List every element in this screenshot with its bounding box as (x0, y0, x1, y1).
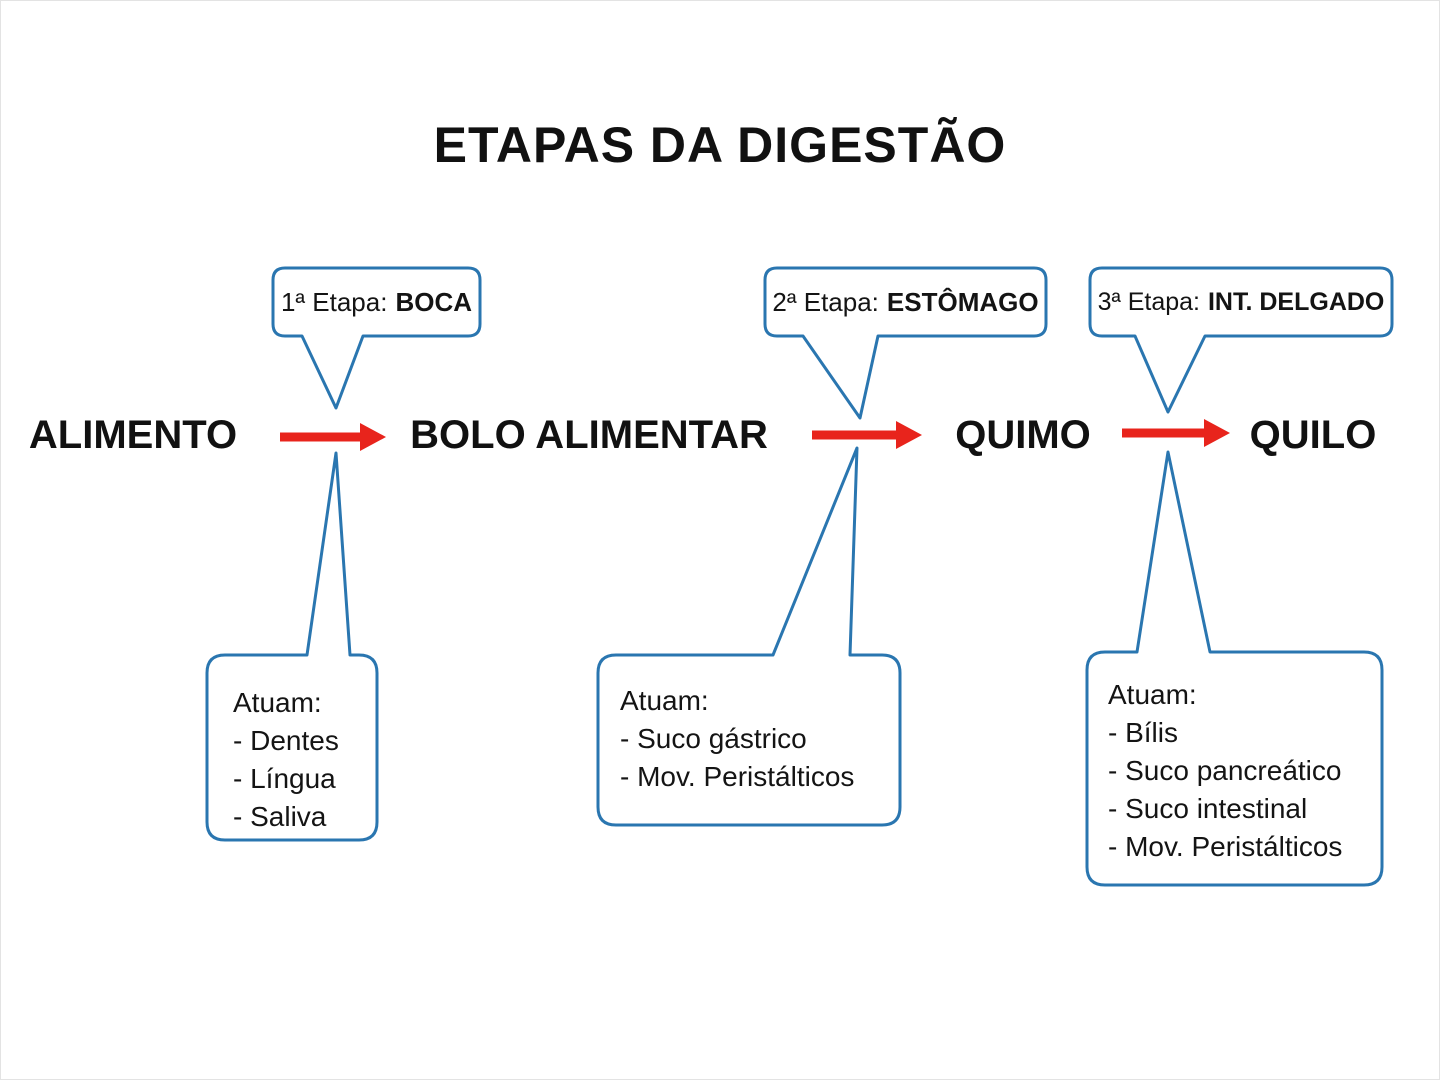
flow-arrow-1 (280, 423, 386, 451)
stage2-name: ESTÔMAGO (886, 286, 1039, 317)
action-box1-shape (205, 451, 379, 842)
action-box2-shape (596, 446, 902, 827)
action-box3-item: - Bílis (1108, 717, 1178, 748)
page-title: ETAPAS DA DIGESTÃO (433, 117, 1007, 173)
action-box2-text: Atuam: - Suco gástrico - Mov. Peristálti… (620, 682, 854, 796)
action-box3-text: Atuam: - Bílis - Suco pancreático - Suco… (1108, 676, 1342, 866)
stage1-callout-label: 1ª Etapa: BOCA (273, 268, 480, 336)
action-box1-text: Atuam: - Dentes - Língua - Saliva (233, 684, 339, 836)
action-box2-item: - Mov. Peristálticos (620, 761, 855, 792)
flow-arrow-2 (812, 421, 922, 449)
action-box3-item: - Suco intestinal (1108, 793, 1308, 824)
stage2-callout-label: 2ª Etapa: ESTÔMAGO (765, 268, 1046, 336)
flow-term-quilo: QUILO (1249, 413, 1377, 457)
stage3-prefix: 3ª Etapa: (1097, 287, 1200, 316)
flow-term-quimo: QUIMO (955, 413, 1091, 457)
action-box1-item: - Dentes (233, 725, 339, 756)
action-box3-shape (1085, 450, 1384, 887)
flow-arrow-3 (1122, 419, 1230, 447)
stage3-name: INT. DELGADO (1207, 287, 1385, 316)
flow-term-bolo-alimentar: BOLO ALIMENTAR (410, 413, 768, 457)
action-box1-item: - Língua (233, 763, 336, 794)
stage2-callout-shape (763, 266, 1048, 420)
stage3-callout-label: 3ª Etapa: INT. DELGADO (1090, 268, 1392, 336)
stage2-prefix: 2ª Etapa: (772, 286, 879, 317)
action-box1-heading: Atuam: (233, 687, 322, 718)
flow-arrow-1-head (360, 423, 386, 451)
stage1-prefix: 1ª Etapa: (280, 286, 388, 317)
action-box2-item: - Suco gástrico (620, 723, 807, 754)
action-box3-item: - Suco pancreático (1108, 755, 1342, 786)
action-box1-item: - Saliva (233, 801, 327, 832)
flow-arrow-2-head (896, 421, 922, 449)
flow-arrow-3-head (1204, 419, 1230, 447)
action-box3-item: - Mov. Peristálticos (1108, 831, 1343, 862)
action-box3-heading: Atuam: (1108, 679, 1197, 710)
flow-term-alimento: ALIMENTO (28, 413, 238, 457)
action-box2-heading: Atuam: (620, 685, 709, 716)
stage1-name: BOCA (395, 286, 473, 317)
stage1-callout-shape (271, 266, 482, 410)
stage3-callout-shape (1088, 266, 1394, 414)
